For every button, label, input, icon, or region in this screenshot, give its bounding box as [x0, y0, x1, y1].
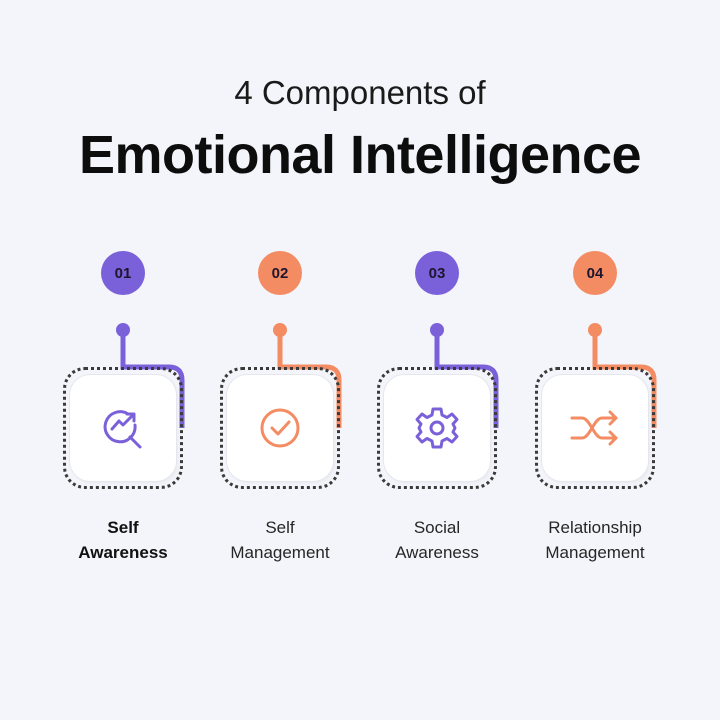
component-social-awareness: 03 Social Awareness: [357, 0, 517, 720]
component-label: Social Awareness: [395, 518, 479, 562]
dotted-frame: [377, 367, 497, 489]
dotted-frame: [535, 367, 655, 489]
component-self-awareness: 01 Self Awareness: [43, 0, 203, 720]
number-badge: 03: [415, 251, 459, 295]
connector-line: [430, 323, 499, 428]
dotted-frame: [220, 367, 340, 489]
connector-line: [116, 323, 185, 428]
icon-card: [384, 375, 490, 481]
number-badge: 02: [258, 251, 302, 295]
dotted-frame: [63, 367, 183, 489]
component-relationship-management: 04 Relationship Management: [515, 0, 675, 720]
component-label: Relationship Management: [545, 518, 645, 562]
page-title: Emotional Intelligence: [78, 125, 642, 185]
connector-line: [588, 323, 657, 428]
component-self-management: 02 Self Management: [200, 0, 360, 720]
shuffle-icon: [570, 410, 618, 446]
connector-line: [273, 323, 342, 428]
component-label: Self Awareness: [78, 518, 168, 562]
number-badge: 04: [573, 251, 617, 295]
icon-card: [542, 375, 648, 481]
gear-icon: [415, 407, 459, 449]
icon-card: [70, 375, 176, 481]
number-badge: 01: [101, 251, 145, 295]
magnify-growth-icon: [103, 410, 142, 449]
check-circle-icon: [260, 408, 300, 448]
subtitle: 4 Components of: [234, 74, 486, 111]
icon-card: [227, 375, 333, 481]
component-label: Self Management: [230, 518, 330, 562]
